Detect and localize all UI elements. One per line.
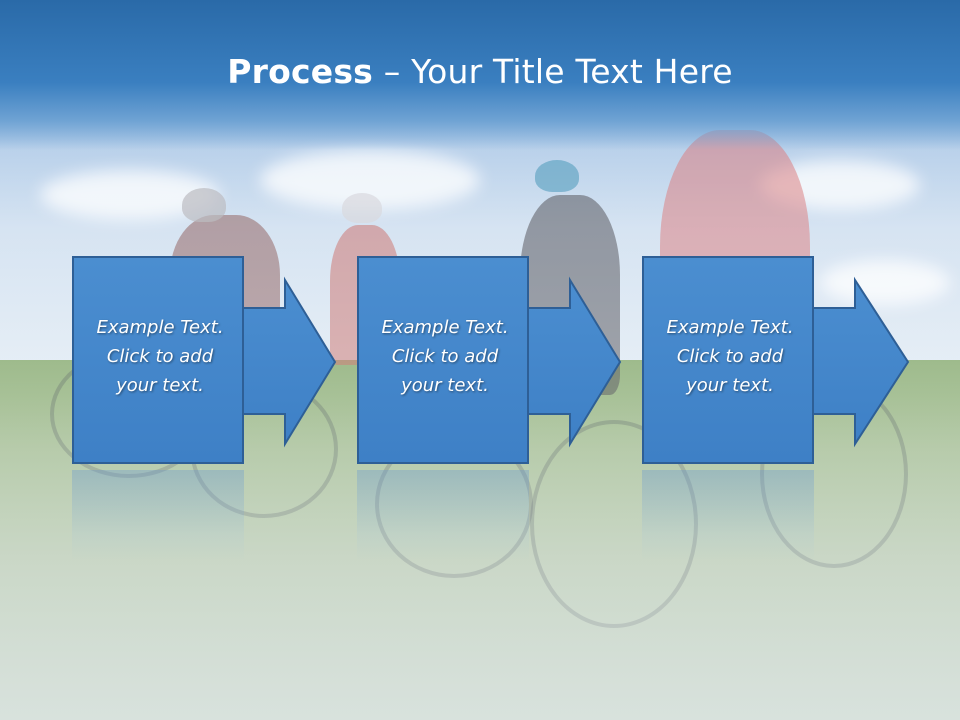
- step-box[interactable]: Example Text. Click to add your text.: [642, 256, 814, 464]
- title-bold-part: Process: [227, 52, 374, 91]
- step-text[interactable]: Example Text. Click to add your text.: [381, 317, 509, 396]
- step-text[interactable]: Example Text. Click to add your text.: [666, 317, 794, 396]
- step-box[interactable]: Example Text. Click to add your text.: [357, 256, 529, 464]
- title-bar: [0, 0, 960, 150]
- box-reflection: [72, 470, 244, 562]
- title-rest-part: – Your Title Text Here: [373, 52, 733, 91]
- process-step-1[interactable]: Example Text. Click to add your text.: [72, 256, 248, 468]
- box-reflection: [642, 470, 814, 562]
- step-box[interactable]: Example Text. Click to add your text.: [72, 256, 244, 464]
- box-reflection: [357, 470, 529, 562]
- process-step-3[interactable]: Example Text. Click to add your text.: [642, 256, 818, 468]
- step-text[interactable]: Example Text. Click to add your text.: [96, 317, 224, 396]
- process-step-2[interactable]: Example Text. Click to add your text.: [357, 256, 533, 468]
- slide-title[interactable]: Process – Your Title Text Here: [0, 52, 960, 91]
